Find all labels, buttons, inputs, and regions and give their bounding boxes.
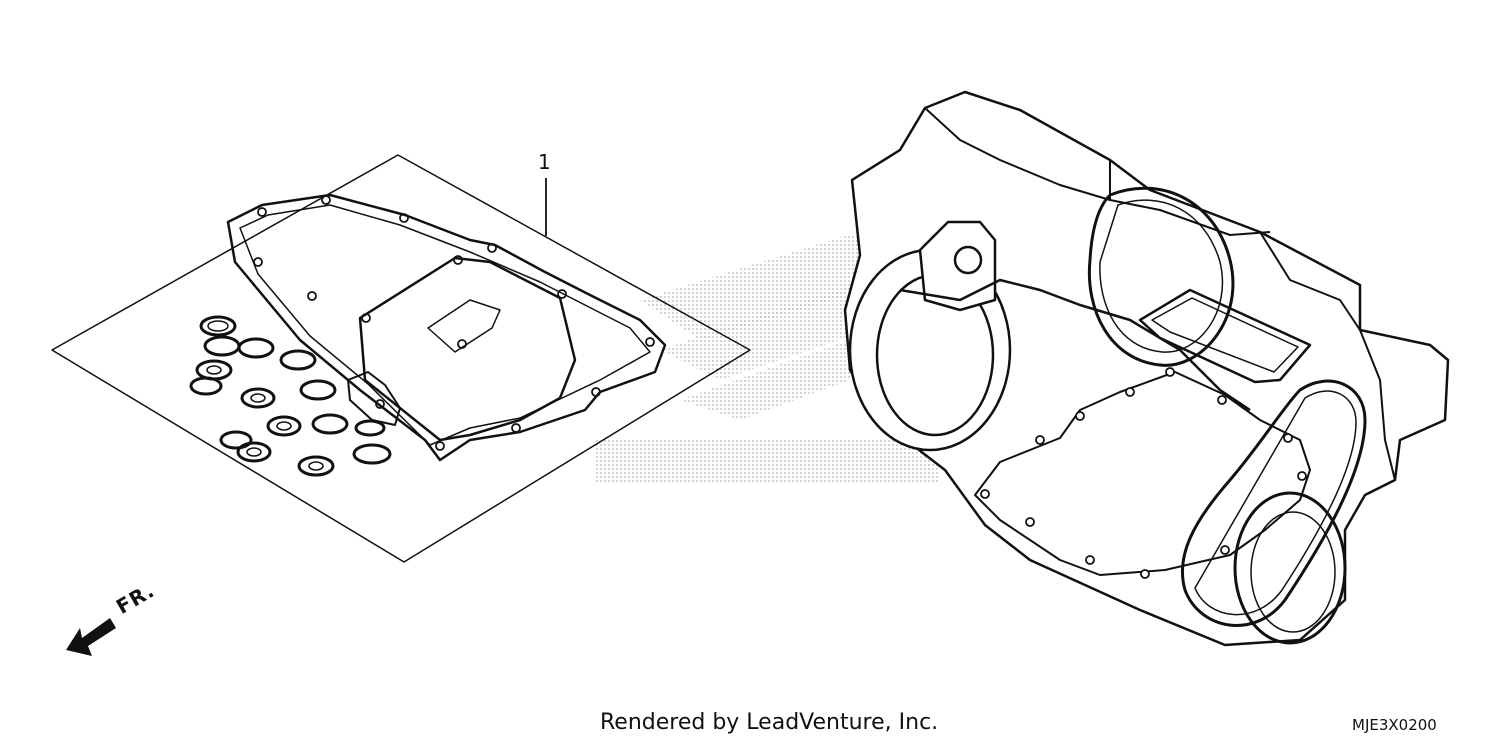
render-credit: Rendered by LeadVenture, Inc. [600, 710, 939, 735]
callout-number-1: 1 [538, 150, 551, 174]
front-direction-arrow-icon [66, 618, 116, 656]
diagram-code: MJE3X0200 [1352, 716, 1437, 734]
engine-crankcase-icon [843, 90, 1450, 647]
gasket-kit-icon [51, 154, 751, 563]
